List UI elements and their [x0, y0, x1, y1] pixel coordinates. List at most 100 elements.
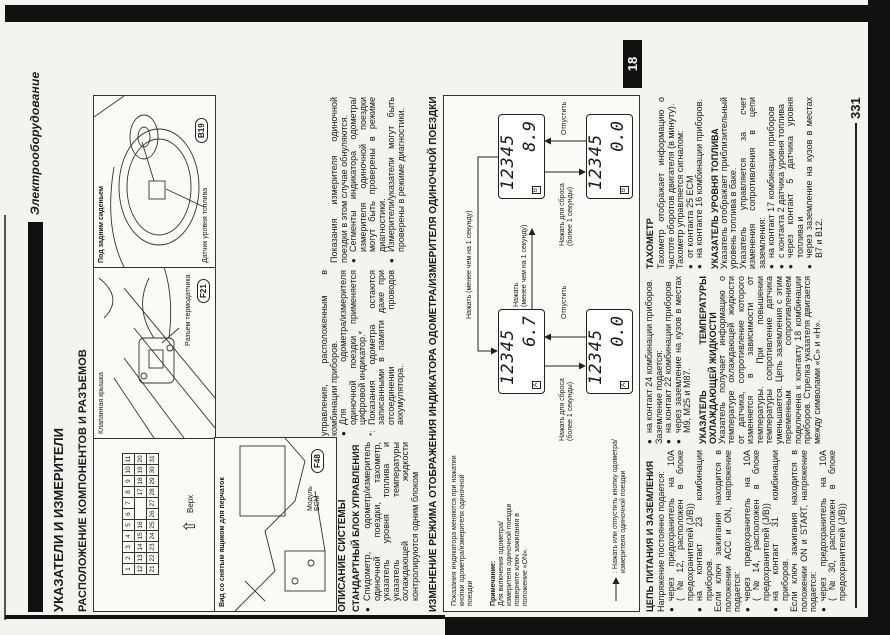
trip-value: 8.9 [520, 121, 540, 152]
glovebox-title: Вид со снятым ящиком для перчаток [219, 477, 226, 607]
label-press: Нажать [513, 282, 520, 307]
connector-code-f21: F21 [197, 279, 210, 303]
bullet-item: через предохранитель на 10А (№12, распол… [666, 450, 696, 612]
page-title: УКАЗАТЕЛИ И ИЗМЕРИТЕЛИ [51, 427, 66, 612]
paragraph: Указатель отображает приблизительный уро… [718, 97, 739, 269]
connector-pin: 12 [134, 563, 147, 575]
scan-bottom-edge [5, 615, 445, 619]
paragraph: Если ключ зажигания находится в положени… [789, 450, 818, 612]
bullet-item: через заземление на кузов в местах B7 и … [804, 97, 824, 269]
connector-pin: 6 [122, 508, 135, 520]
bullet-item: на контакте 16 комбинации приборов. [694, 97, 705, 269]
system-subheading: СТАНДАРТНЫЙ БЛОК УПРАВЛЕНИЯ [351, 444, 361, 613]
label-release-b: Отпустить [561, 101, 568, 135]
bullet-item: Для одометра/измерителя одиночной поездк… [338, 270, 368, 436]
connector-pin: 1 [122, 563, 135, 575]
connector-pin: 5 [122, 519, 135, 531]
paragraph: Показания измерителя одиночной поездки в… [329, 97, 349, 263]
bullet-item: на контакт 24 комбинации приборов. [644, 276, 655, 444]
fuel-sensor-label: Датчик уровня топлива [202, 187, 209, 263]
connector-pin: 24 [146, 530, 159, 542]
bullet-item: на контакт 31 комбинации приборов. [770, 450, 790, 612]
connector-pin: 2 [122, 552, 135, 564]
ecm-module-label: Модуль ECM [307, 486, 321, 511]
connector-pin: 7 [122, 497, 135, 509]
connector-pin: 30 [146, 464, 159, 476]
section-heading: ТАХОМЕТР [645, 218, 655, 269]
odometer-value: 12345 [586, 133, 606, 190]
connector-pin: 3 [122, 541, 135, 553]
bullet-item: через предохранитель на 10А (№30, распол… [818, 450, 848, 612]
note-text: Для включения одометра/измерителя одиноч… [498, 503, 529, 606]
connector-code-f48: F48 [311, 449, 324, 473]
footer-rule [855, 123, 857, 608]
rear-seat-figure: Под задним сиденьем Датчик уровня топлив… [93, 95, 216, 268]
mode-change-diagram: Показания индикатора меняются при нажати… [443, 95, 640, 612]
system-col1-list: Спидометр, одометр/измеритель одиночной … [362, 442, 420, 612]
mode-indicator: B [620, 185, 629, 194]
connector-pin: 22 [146, 552, 159, 564]
connector-code-b19: B19 [195, 118, 208, 143]
bullet-item: Измерители/указатели могут быть проверен… [386, 97, 406, 263]
display-b2: 12345 0.0 B [586, 114, 633, 199]
up-label: Верх [186, 494, 195, 513]
paragraph: Указатель управляется за счет изменения … [737, 97, 767, 269]
display-a2: 12345 0.0 A [586, 309, 633, 394]
bullet-item: через контакт 5 датчика уровня топлива и [785, 97, 805, 269]
paragraph: управления, расположенным в комбинации п… [319, 270, 339, 436]
display-a1: 12345 6.7 A [498, 309, 545, 394]
chapter-tab: 18 [623, 40, 642, 88]
valve-cover-figure: Клапанная крышка Разъем термодатчика F21 [93, 266, 216, 439]
section-heading: УКАЗАТЕЛЬ ТЕМПЕРАТУРЫ ОХЛАЖДАЮЩЕЙ ЖИДКОС… [697, 276, 718, 444]
connector-pin: 8 [122, 486, 135, 498]
connector-pin: 13 [134, 552, 147, 564]
system-col-2: управления, расположенным в комбинации п… [319, 270, 406, 436]
system-col-3: Показания измерителя одиночной поездки в… [329, 97, 406, 263]
arrow-b1-to-a1 [477, 156, 498, 355]
diagram-arrows [477, 137, 620, 601]
scan-top-edge [5, 5, 890, 22]
note-heading: Примечание: [490, 560, 497, 606]
label-press-short: Нажать(менее чем на 1 секунду) [513, 225, 529, 307]
section-heading: УКАЗАТЕЛЬ УРОВНЯ ТОПЛИВА [709, 128, 720, 269]
label-press-short-top: Нажать (менее чем на 1 секунду) [466, 210, 473, 319]
valve-cover-illustration [98, 267, 215, 438]
connector-pin: 18 [134, 475, 147, 487]
mode-indicator: A [620, 380, 629, 389]
page-number: 331 [848, 97, 863, 119]
system-heading: ОПИСАНИЕ СИСТЕМЫ [337, 499, 348, 613]
paragraph: Если ключ зажигания находится в положени… [713, 450, 742, 612]
mode-indicator: B [532, 185, 541, 194]
paragraph: Указатель получает информацию о температ… [716, 276, 822, 444]
ecm-illustration [234, 438, 326, 611]
connector-pin: 4 [122, 530, 135, 542]
connector-pin: 21 [146, 563, 159, 575]
connector-pin: 20 [134, 453, 147, 465]
connector-pin: 11 [122, 453, 135, 465]
valve-cover-label: Клапанная крышка [98, 372, 105, 434]
display-b1: 12345 8.9 B [498, 114, 545, 199]
connector-pin: 9 [122, 475, 135, 487]
odometer-value: 12345 [498, 133, 518, 190]
connector-pin [134, 497, 147, 520]
paragraph: Тахометр отображает информацию о частоте… [656, 97, 676, 269]
connector-pin: 19 [134, 464, 147, 476]
connector-pin: 10 [122, 464, 135, 476]
label-reset-a-text: Нажать для сброса [559, 378, 566, 441]
bullet-item: Спидометр, одометр/измеритель одиночной … [362, 442, 420, 612]
label-reset-b-sub: (более 1 секунды) [567, 186, 574, 246]
label-reset-b: Нажать для сброса(более 1 секунды) [559, 183, 575, 246]
label-release-a: Отпустить [561, 285, 568, 319]
odometer-value: 12345 [498, 328, 518, 385]
temperature-column: на контакт 24 комбинации приборов.Заземл… [644, 276, 822, 444]
trip-value: 0.0 [608, 316, 628, 347]
connector-pin: 27 [146, 497, 159, 509]
fuel-sender-illustration [94, 96, 205, 267]
scan-left-edge [4, 215, 6, 620]
